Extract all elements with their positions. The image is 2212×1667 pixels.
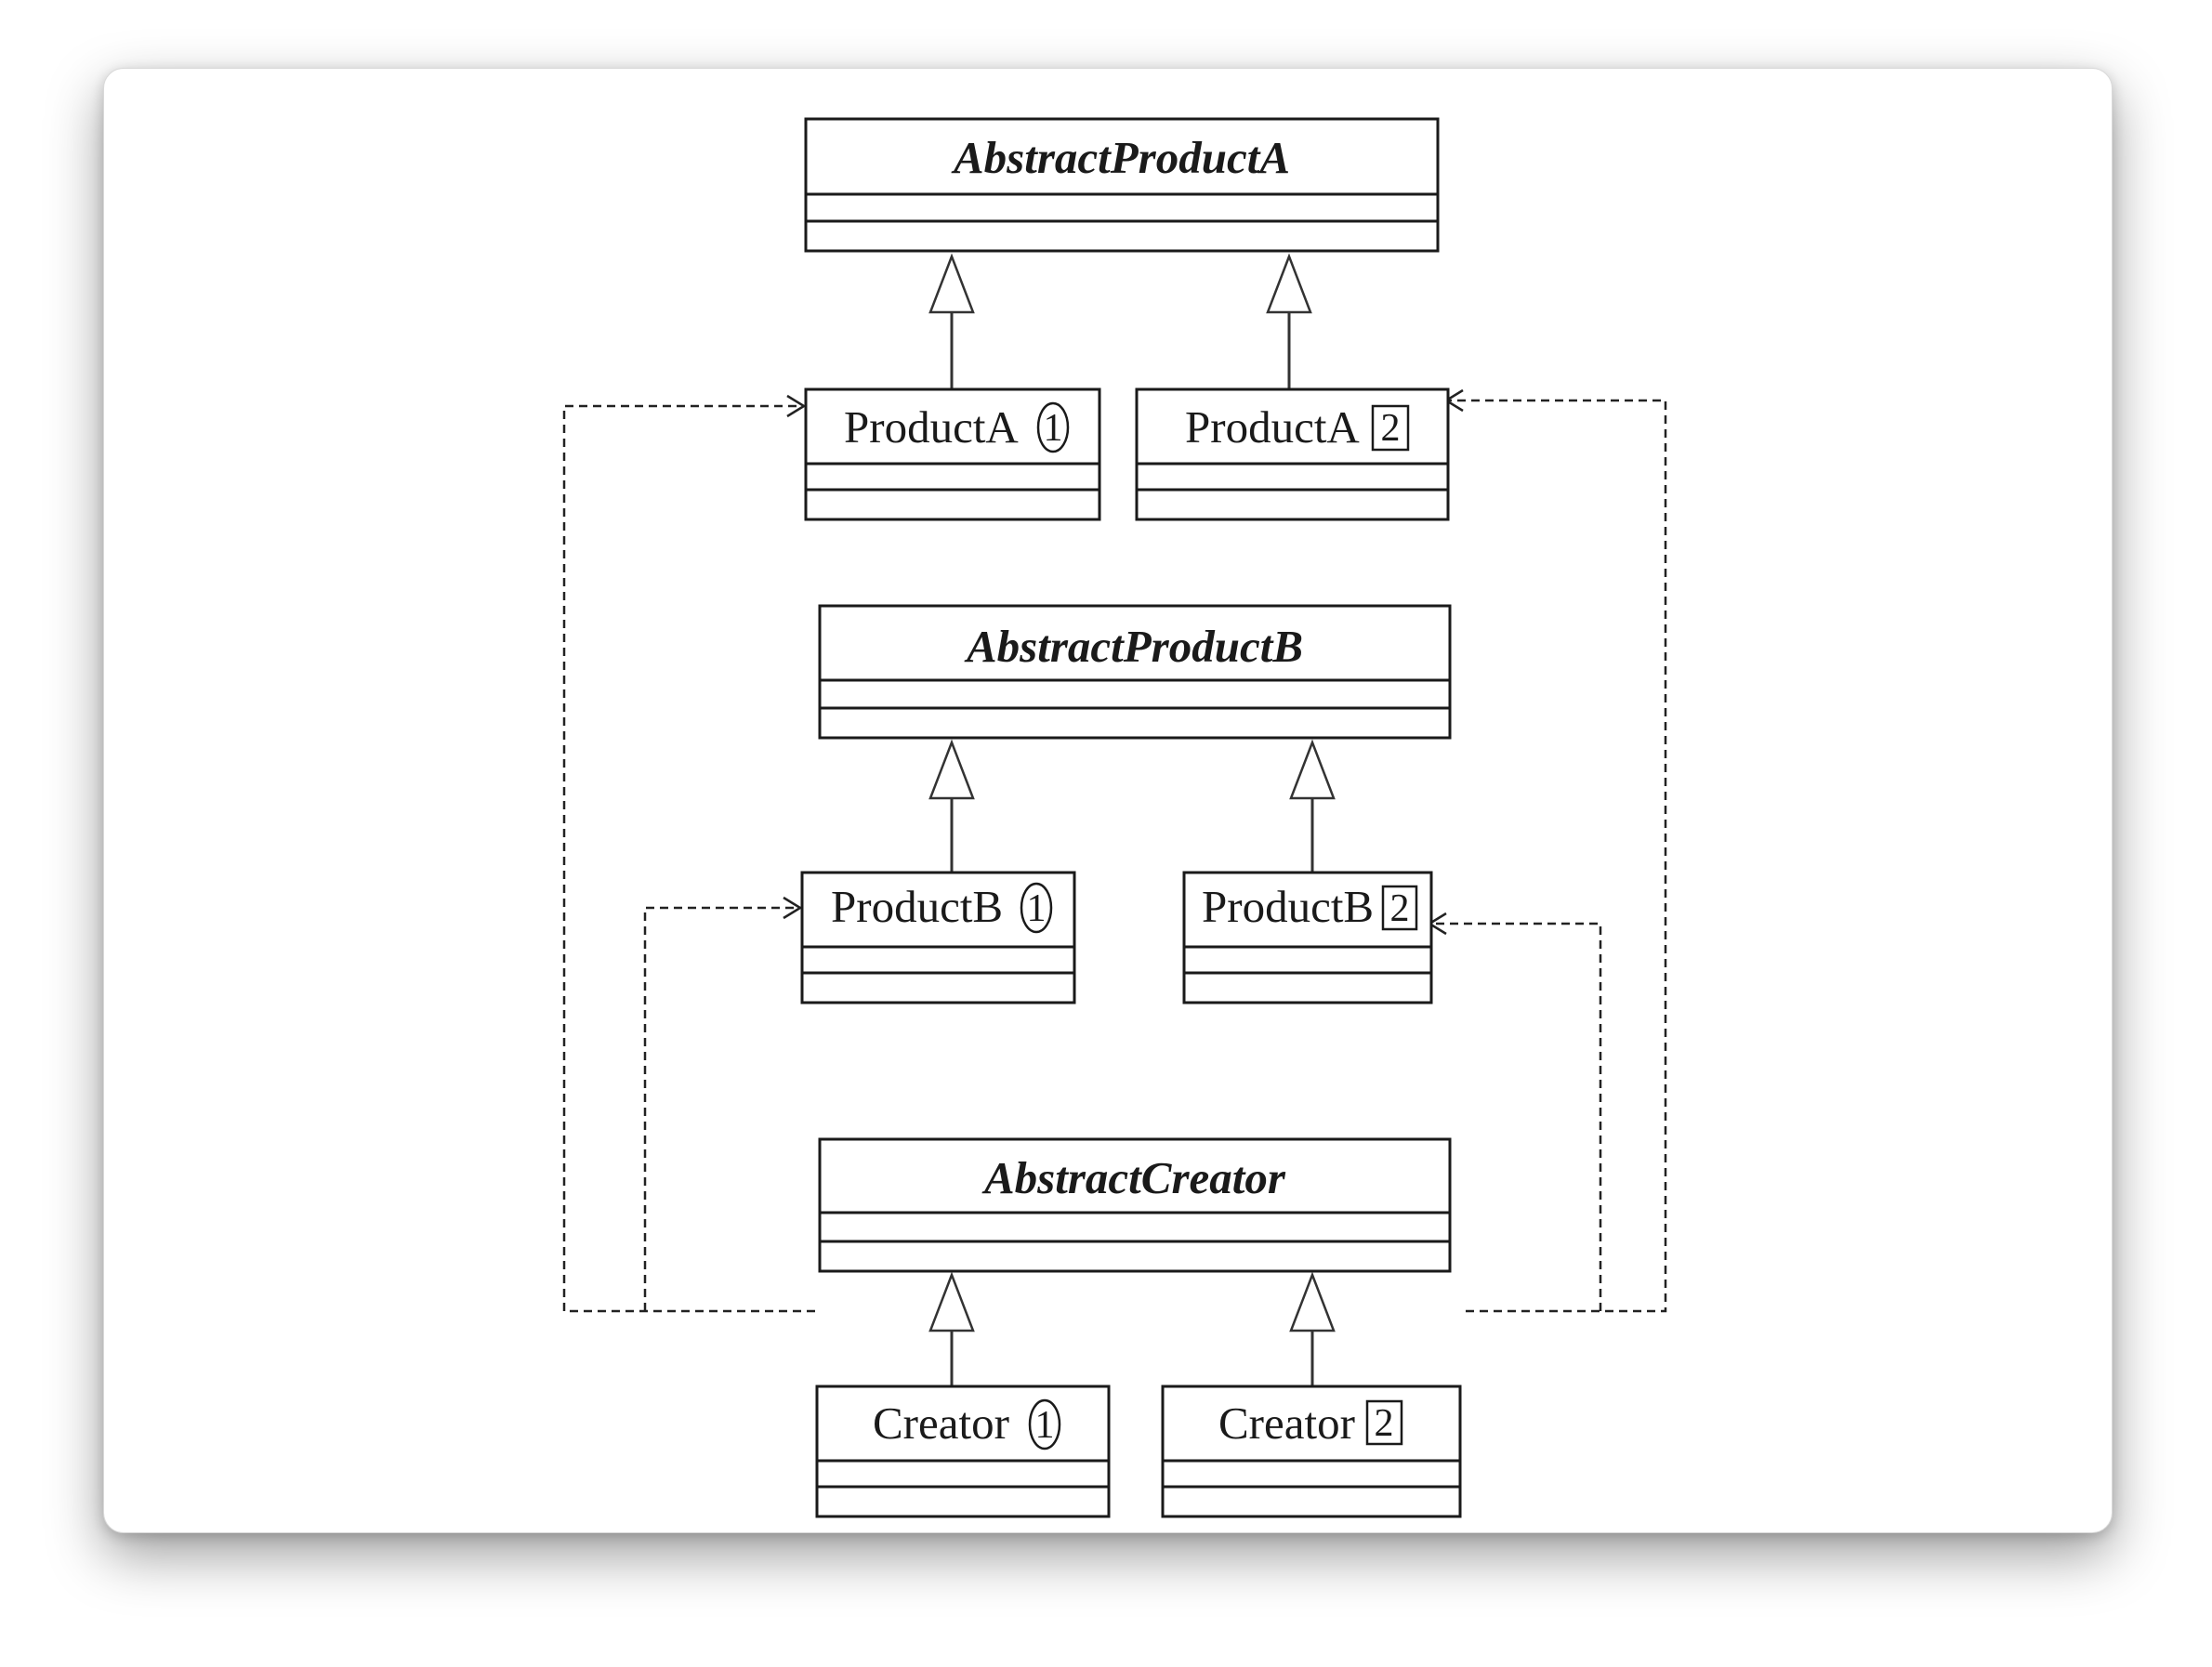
square-marker — [1371, 404, 1410, 452]
marker-product-a1: 1 — [1044, 407, 1063, 450]
class-product-b1: ProductB 1 — [800, 871, 1076, 1004]
inherit-triangle-product-b1 — [928, 739, 975, 800]
marker-product-b1: 1 — [1027, 887, 1047, 930]
inherit-triangle-creator1 — [928, 1271, 975, 1332]
dep-arrowhead-product-b1 — [783, 896, 803, 920]
circle-marker — [1028, 1398, 1061, 1450]
class-abstract-product-b: AbstractProductB — [818, 604, 1452, 740]
inheritance-arrows — [928, 253, 1336, 1386]
class-name-creator2: Creator — [1218, 1398, 1355, 1449]
square-marker — [1381, 885, 1418, 931]
dep-creator2-to-product-a2 — [1446, 399, 1667, 1313]
class-name-creator1: Creator — [873, 1398, 1009, 1449]
class-name-product-a2: ProductA — [1185, 401, 1360, 453]
marker-product-b2: 2 — [1390, 887, 1410, 930]
class-abstract-product-a: AbstractProductA — [804, 117, 1440, 253]
class-name-product-b1: ProductB — [831, 881, 1003, 932]
class-creator2: Creator 2 — [1161, 1385, 1462, 1518]
diagram-window: AbstractProductA ProductA 1 ProductA 2 A… — [103, 68, 2113, 1533]
marker-creator2: 2 — [1375, 1402, 1394, 1445]
dep-creator1-to-product-b1 — [643, 906, 800, 1311]
class-creator1: Creator 1 — [815, 1385, 1111, 1518]
inherit-triangle-product-b2 — [1289, 739, 1336, 800]
class-name-product-a1: ProductA — [844, 401, 1019, 453]
square-marker — [1365, 1399, 1403, 1446]
dep-creator1-to-product-a1 — [562, 404, 815, 1313]
marker-product-a2: 2 — [1381, 407, 1401, 450]
circle-marker — [1020, 882, 1053, 934]
uml-class-diagram: AbstractProductA ProductA 1 ProductA 2 A… — [562, 117, 1667, 1518]
class-product-a1: ProductA 1 — [804, 387, 1101, 521]
dep-creator2-to-product-b2 — [1429, 922, 1602, 1311]
inherit-triangle-product-a2 — [1266, 253, 1312, 314]
class-abstract-creator: AbstractCreator — [818, 1137, 1452, 1273]
class-product-a2: ProductA 2 — [1135, 387, 1450, 521]
class-name-abstract-product-b: AbstractProductB — [964, 621, 1303, 672]
circle-marker — [1036, 401, 1070, 453]
inherit-triangle-product-a1 — [928, 253, 975, 314]
class-name-product-b2: ProductB — [1202, 881, 1374, 932]
marker-creator1: 1 — [1035, 1404, 1055, 1447]
class-name-abstract-product-a: AbstractProductA — [951, 132, 1290, 183]
class-name-abstract-creator: AbstractCreator — [981, 1152, 1286, 1203]
class-product-b2: ProductB 2 — [1182, 871, 1433, 1004]
inherit-triangle-creator2 — [1289, 1271, 1336, 1332]
dep-arrowhead-product-a1 — [786, 394, 807, 418]
